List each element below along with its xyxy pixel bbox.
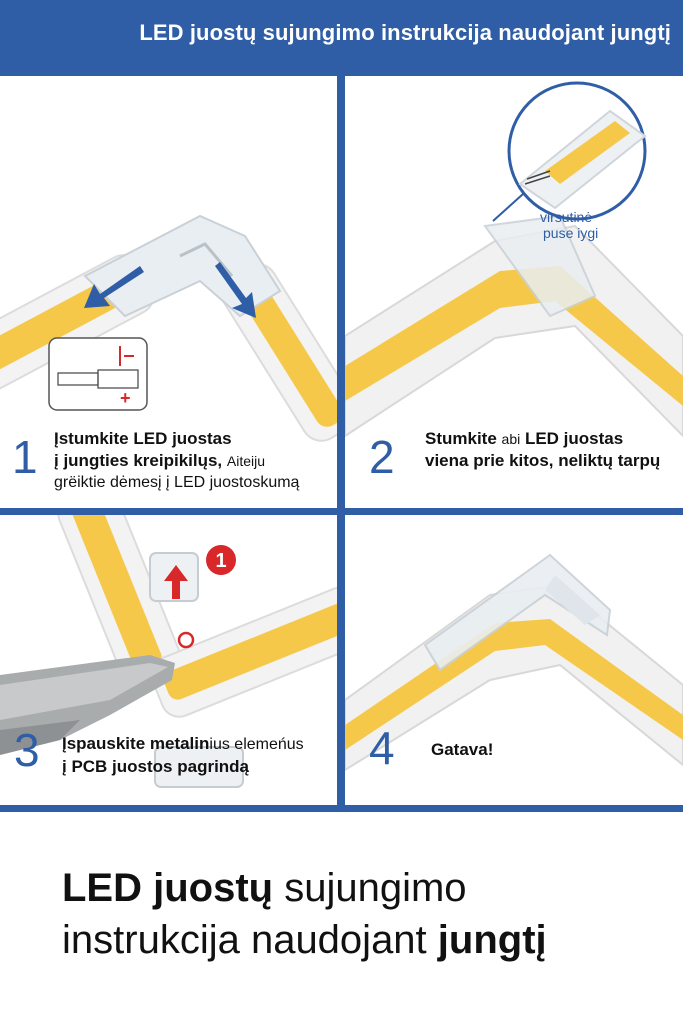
led-strip-horizontal [150,586,337,718]
step-1-line1: Įstumkite LED juostas [54,429,232,448]
divider-horizontal [0,508,683,515]
step-panel-2: virsutinė puse iygi 2 Stumkite abi LED j… [345,76,683,508]
divider-vertical-top [337,76,345,812]
detail-zoom [518,109,647,210]
corner-connector [83,214,282,318]
connector-base [154,746,244,788]
callout-line2: puse iygi [543,225,598,241]
step-1-line3: grëiktie dėmesį į LED juostoskumą [54,474,300,491]
step-1-line2-small: Aiteiju [226,453,266,469]
step-3-line1-bold: Įspauskite metalin [62,734,210,753]
step-badge-text: 1 [215,550,226,572]
header-bar: LED juostų sujungimo instrukcija naudoja… [0,0,683,76]
step-4-illustration [345,553,683,772]
footer-title: LED juostų sujungimo instrukcija naudoja… [62,862,662,966]
step-2-line1-bold: Stumkite [425,429,497,448]
header-title: LED juostų sujungimo instrukcija naudoja… [139,20,671,45]
step-text-2: Stumkite abi LED juostas viena prie kito… [425,428,683,472]
step-panel-3: 1 3 Įspauskite metalinius elemeńus į PCB… [0,515,337,805]
step-3-illustration: 1 [0,515,337,788]
screwdriver-tool [0,655,175,755]
callout-line1: virsutinė [540,209,592,225]
instruction-grid: + 1 Įstumkite LED juostas į jungties kre… [0,76,683,812]
step-panel-4: 4 Gatava! [345,515,683,805]
step-text-1: Įstumkite LED juostas į jungties kreipik… [54,428,337,494]
footer-line2: instrukcija naudojant [62,918,427,962]
arrow-right [215,262,256,318]
step-panel-1: + 1 Įstumkite LED juostas į jungties kre… [0,76,337,508]
step-number-4: 4 [369,722,395,774]
up-arrow-icon [164,565,188,599]
step-4-line1: Gatava! [431,740,494,759]
divider-bottom [0,805,683,812]
contact-marker [177,631,195,649]
step-badge [206,545,236,575]
step-number-3: 3 [14,724,40,776]
step-3-line2: į PCB juostos pagrindą [62,757,250,776]
step-text-4: Gatava! [431,739,681,761]
step-2-line1-bold2: LED juostas [524,429,624,448]
step-2-line2: viena prie kitos, neliktų tarpų [425,451,661,470]
joined-led-strip-final [345,553,683,772]
step-number-2: 2 [369,431,395,483]
step-1-line2: į jungties kreipikilųs, [54,451,223,470]
arrow-left [84,266,144,308]
joined-led-strip [345,214,683,438]
footer-line1: sujungimo [284,866,467,910]
plus-sign: + [120,388,131,408]
footer-line2-bold: jungtį [437,918,547,962]
step-2-illustration: virsutinė puse iygi [345,81,683,438]
step-number-1: 1 [12,431,38,483]
step-3-line1-small: ius elemeńus [209,736,304,753]
step-2-line1-small: abi [501,431,521,447]
step-text-3-body: Įspauskite metalinius elemeńus į PCB juo… [62,733,337,778]
step-1-illustration: + [0,214,337,442]
footer-line1-bold: LED juostų [62,866,274,910]
